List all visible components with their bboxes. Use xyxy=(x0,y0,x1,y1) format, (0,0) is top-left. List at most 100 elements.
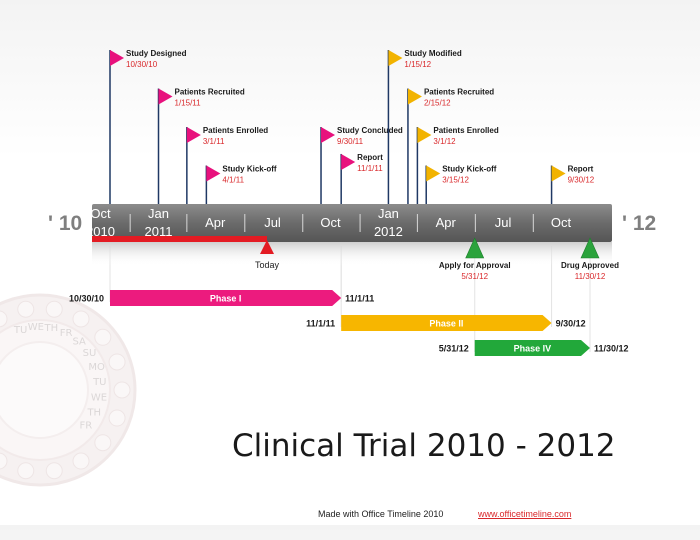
milestone-name: Apply for Approval xyxy=(439,261,511,270)
decor-weekday: TU xyxy=(92,377,106,388)
event-flag[interactable]: Report 9/30/12 xyxy=(550,165,595,205)
pill-icon xyxy=(45,300,63,318)
start-year-label: ' 10 xyxy=(48,212,82,235)
pill-icon xyxy=(17,462,35,480)
event-flag[interactable]: Patients Enrolled 3/1/11 xyxy=(186,126,268,204)
band-shadow xyxy=(92,242,612,266)
phase-arrow xyxy=(110,290,342,306)
event-name: Study Modified xyxy=(404,49,461,58)
pill-icon xyxy=(72,310,90,328)
event-flag[interactable]: Study Modified 1/15/12 xyxy=(387,49,462,204)
phase-start-date: 11/1/11 xyxy=(306,319,335,329)
pill-icon xyxy=(113,381,131,399)
event-name: Study Kick-off xyxy=(442,165,497,174)
today-progress-bar xyxy=(92,236,267,242)
decor-weekday: WE xyxy=(91,393,107,404)
pill-icon xyxy=(94,328,112,346)
pill-icon xyxy=(0,452,8,470)
phase-start-date: 5/31/12 xyxy=(439,344,469,354)
decor-weekday: SA xyxy=(72,337,86,348)
month-label: Jan xyxy=(148,206,169,221)
event-date: 3/1/12 xyxy=(433,137,456,146)
event-name: Patients Enrolled xyxy=(433,126,498,135)
milestone[interactable]: Apply for Approval 5/31/12 xyxy=(439,237,511,281)
event-name: Study Concluded xyxy=(337,126,403,135)
pill-icon xyxy=(72,452,90,470)
milestone[interactable]: Drug Approved 11/30/12 xyxy=(561,237,619,281)
event-date: 9/30/12 xyxy=(568,176,595,185)
month-label: Oct xyxy=(90,206,111,221)
milestone-name: Drug Approved xyxy=(561,261,619,270)
phase-arrow xyxy=(341,315,552,331)
event-date: 9/30/11 xyxy=(337,137,364,146)
phase-bar[interactable]: Phase I 10/30/10 11/1/11 xyxy=(69,290,374,306)
event-date: 3/15/12 xyxy=(442,176,469,185)
flag-icon xyxy=(341,153,356,170)
event-flag[interactable]: Patients Enrolled 3/1/12 xyxy=(416,126,499,204)
decor-weekday: FR xyxy=(60,328,73,339)
end-year-label: ' 12 xyxy=(622,212,656,235)
event-date: 4/1/11 xyxy=(222,176,244,185)
decor-weekday: SU xyxy=(83,348,97,359)
flag-icon xyxy=(110,50,124,66)
event-date: 2/15/12 xyxy=(424,99,451,108)
decor-weekday: TU xyxy=(13,325,27,336)
flag-icon xyxy=(388,50,403,66)
event-name: Report xyxy=(568,165,594,174)
milestone-triangle-icon xyxy=(580,237,600,259)
month-label: Oct xyxy=(551,215,572,230)
pill-icon xyxy=(0,310,8,328)
today-marker-icon xyxy=(260,240,274,254)
phase-end-date: 11/30/12 xyxy=(594,344,629,354)
event-name: Patients Enrolled xyxy=(203,126,268,135)
event-flag[interactable]: Study Kick-off 4/1/11 xyxy=(205,165,277,205)
flag-icon xyxy=(321,127,336,143)
phase-name: Phase II xyxy=(429,319,463,329)
decor-weekday: TH xyxy=(86,408,101,419)
event-name: Study Kick-off xyxy=(222,165,277,174)
event-date: 1/15/11 xyxy=(175,99,202,108)
flag-icon xyxy=(551,165,566,182)
year-label: 2010 xyxy=(86,224,115,239)
footer-link[interactable]: www.officetimeline.com xyxy=(478,509,572,519)
event-flag[interactable]: Study Concluded 9/30/11 xyxy=(320,126,403,204)
phase-name: Phase I xyxy=(210,294,242,304)
year-label: 2012 xyxy=(374,224,403,239)
milestone-triangle-icon xyxy=(465,237,485,259)
flag-icon xyxy=(206,165,221,182)
decor-weekday: FR xyxy=(80,421,93,432)
phase-end-date: 11/1/11 xyxy=(345,294,374,304)
pill-icon xyxy=(17,300,35,318)
event-name: Study Designed xyxy=(126,49,187,58)
event-date: 10/30/10 xyxy=(126,60,158,69)
timeline-band xyxy=(92,204,612,242)
event-date: 1/15/12 xyxy=(404,60,431,69)
page-title: Clinical Trial 2010 - 2012 xyxy=(232,428,616,464)
phase-start-date: 10/30/10 xyxy=(69,294,104,304)
month-label: Apr xyxy=(436,215,457,230)
event-date: 3/1/11 xyxy=(203,137,225,146)
today-label: Today xyxy=(255,260,280,270)
pill-icon xyxy=(45,462,63,480)
month-label: Jul xyxy=(495,215,512,230)
decor-weekday: WE xyxy=(28,322,44,333)
decor-weekday: MO xyxy=(88,362,105,373)
milestone-date: 5/31/12 xyxy=(461,272,488,281)
flag-icon xyxy=(417,127,432,143)
event-flag[interactable]: Study Kick-off 3/15/12 xyxy=(425,165,497,205)
flag-icon xyxy=(158,88,173,105)
pill-icon xyxy=(94,434,112,452)
pill-icon xyxy=(108,409,126,427)
event-flag[interactable]: Study Designed 10/30/10 xyxy=(109,49,187,204)
footer-made-with: Made with Office Timeline 2010 xyxy=(318,509,444,519)
month-label: Oct xyxy=(320,215,341,230)
milestone-date: 11/30/12 xyxy=(575,272,606,281)
phase-arrow xyxy=(474,340,590,356)
